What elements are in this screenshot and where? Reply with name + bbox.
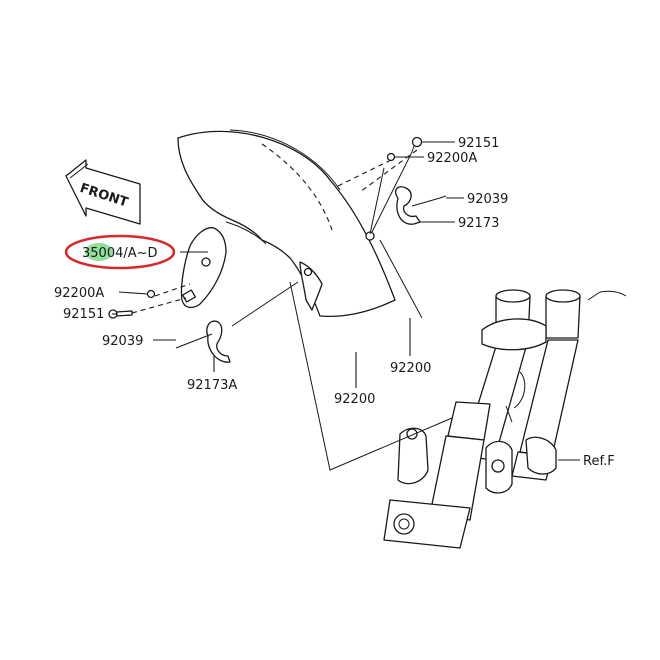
clamp-92173 [394, 186, 421, 225]
label-92200-bottom: 92200 [334, 392, 375, 407]
label-92151-top: 92151 [458, 136, 499, 151]
bolt-92151-top [411, 136, 423, 153]
hose-92039-top [411, 195, 447, 207]
bolt-92151-left [108, 309, 133, 319]
leader-lines [112, 141, 580, 461]
clamp-92173a [206, 320, 231, 363]
label-92173: 92173 [458, 216, 499, 231]
washer-92200a-left [146, 289, 156, 299]
label-92039-top: 92039 [467, 192, 508, 207]
label-92151-left: 92151 [63, 307, 104, 322]
assembly-line [289, 281, 453, 471]
washer-92200a-top [386, 152, 396, 162]
front-fender [177, 129, 396, 318]
label-ref-f: Ref.F [583, 454, 615, 469]
label-92200a-left: 92200A [54, 286, 104, 301]
part-number-highlight [85, 243, 113, 261]
front-arrow-icon: FRONT [65, 159, 141, 225]
label-35004: 35004/A~D [82, 246, 158, 261]
front-fork-assembly [383, 289, 627, 549]
label-92173a: 92173A [187, 378, 237, 393]
label-92200-right: 92200 [390, 361, 431, 376]
label-92200a-top: 92200A [427, 151, 477, 166]
part-number-circle [64, 234, 176, 270]
label-92039-left: 92039 [102, 334, 143, 349]
hose-92039-left [175, 333, 213, 349]
